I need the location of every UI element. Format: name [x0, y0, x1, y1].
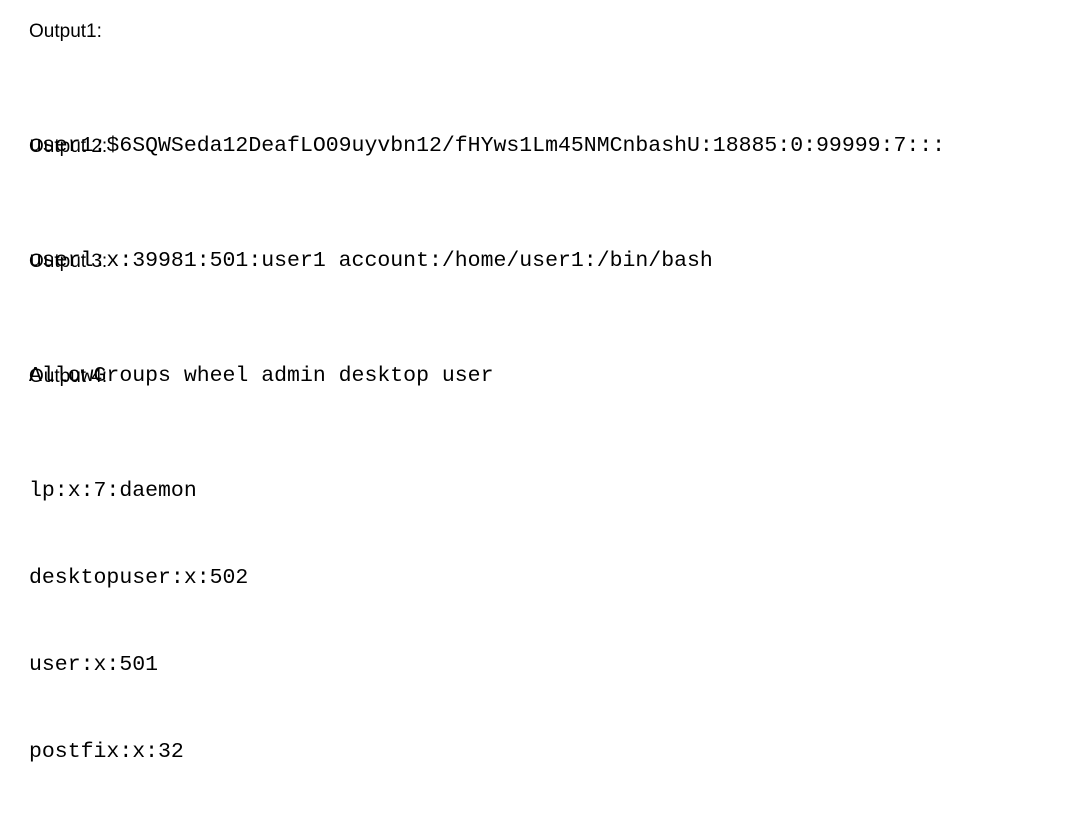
output-4-heading: Output 4: [29, 366, 108, 387]
output-1-code-block: user1:$6SQWSeda12DeafLO09uyvbn12/fHYws1L… [29, 74, 945, 219]
output-1-heading: Output1: [29, 21, 102, 42]
output-2-heading: Output 2: [29, 136, 108, 157]
output-4-line-2: desktopuser:x:502 [29, 566, 249, 590]
output-3-code-block: AllowGroups wheel admin desktop user [29, 304, 493, 449]
output-4-line-1: lp:x:7:daemon [29, 479, 197, 503]
output-4-line-4: postfix:x:32 [29, 740, 184, 764]
output-2-code-block: userl:x:39981:501:user1 account:/home/us… [29, 189, 713, 334]
output-3-line-1: AllowGroups wheel admin desktop user [29, 364, 494, 388]
output-3-heading: Output 3: [29, 251, 108, 272]
output-4-line-3: user:x:501 [29, 653, 159, 677]
output-4-code-block: lp:x:7:daemon desktopuser:x:502 user:x:5… [29, 419, 248, 825]
output-1-line-1: user1:$6SQWSeda12DeafLO09uyvbn12/fHYws1L… [29, 134, 946, 158]
output-2-line-1: userl:x:39981:501:user1 account:/home/us… [29, 249, 713, 273]
